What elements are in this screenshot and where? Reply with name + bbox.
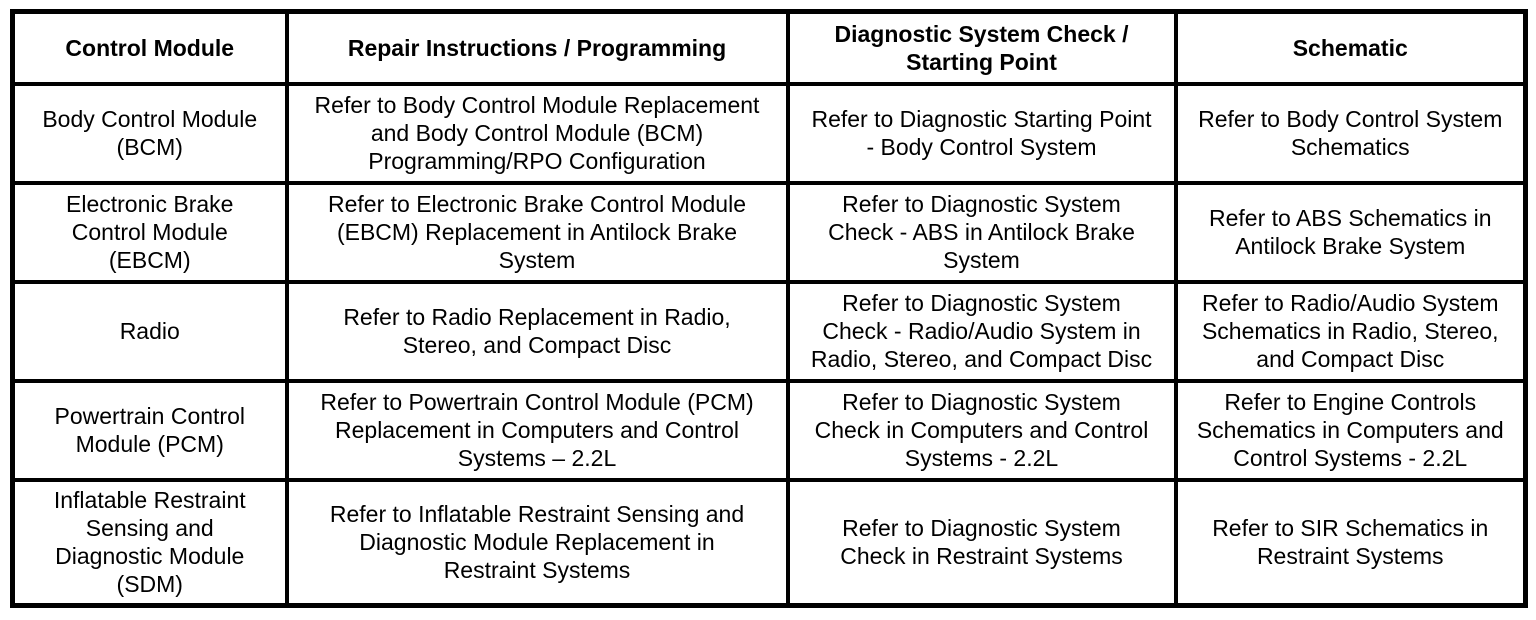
cell-schematic: Refer to Body Control System Schematics [1173, 81, 1528, 185]
column-header-diagnostic-system-check-starting-point: Diagnostic System Check / Starting Point [785, 9, 1178, 86]
control-module-reference-table: Control Module Repair Instructions / Pro… [10, 9, 1528, 608]
cell-schematic: Refer to Engine Controls Schematics in C… [1173, 378, 1528, 482]
cell-control-module: Body Control Module (BCM) [10, 81, 289, 185]
cell-repair-instructions: Refer to Electronic Brake Control Module… [284, 180, 790, 284]
cell-control-module: Powertrain Control Module (PCM) [10, 378, 289, 482]
cell-schematic: Refer to Radio/Audio System Schematics i… [1173, 279, 1528, 383]
cell-schematic: Refer to SIR Schematics in Restraint Sys… [1173, 477, 1528, 608]
cell-diagnostic-check: Refer to Diagnostic System Check - ABS i… [785, 180, 1178, 284]
cell-diagnostic-check: Refer to Diagnostic System Check - Radio… [785, 279, 1178, 383]
cell-control-module: Electronic Brake Control Module (EBCM) [10, 180, 289, 284]
column-header-schematic: Schematic [1173, 9, 1528, 86]
column-header-repair-instructions-programming: Repair Instructions / Programming [284, 9, 790, 86]
cell-diagnostic-check: Refer to Diagnostic Starting Point - Bod… [785, 81, 1178, 185]
column-header-control-module: Control Module [10, 9, 289, 86]
cell-diagnostic-check: Refer to Diagnostic System Check in Comp… [785, 378, 1178, 482]
table-row-ebcm: Electronic Brake Control Module (EBCM) R… [10, 180, 1528, 284]
cell-control-module: Radio [10, 279, 289, 383]
table-row-pcm: Powertrain Control Module (PCM) Refer to… [10, 378, 1528, 482]
cell-diagnostic-check: Refer to Diagnostic System Check in Rest… [785, 477, 1178, 608]
table-row-sdm: Inflatable Restraint Sensing and Diagnos… [10, 477, 1528, 608]
cell-repair-instructions: Refer to Radio Replacement in Radio, Ste… [284, 279, 790, 383]
table-row-radio: Radio Refer to Radio Replacement in Radi… [10, 279, 1528, 383]
cell-repair-instructions: Refer to Inflatable Restraint Sensing an… [284, 477, 790, 608]
cell-repair-instructions: Refer to Body Control Module Replacement… [284, 81, 790, 185]
cell-schematic: Refer to ABS Schematics in Antilock Brak… [1173, 180, 1528, 284]
table-header-row: Control Module Repair Instructions / Pro… [10, 9, 1528, 86]
cell-repair-instructions: Refer to Powertrain Control Module (PCM)… [284, 378, 790, 482]
cell-control-module: Inflatable Restraint Sensing and Diagnos… [10, 477, 289, 608]
table-row-bcm: Body Control Module (BCM) Refer to Body … [10, 81, 1528, 185]
